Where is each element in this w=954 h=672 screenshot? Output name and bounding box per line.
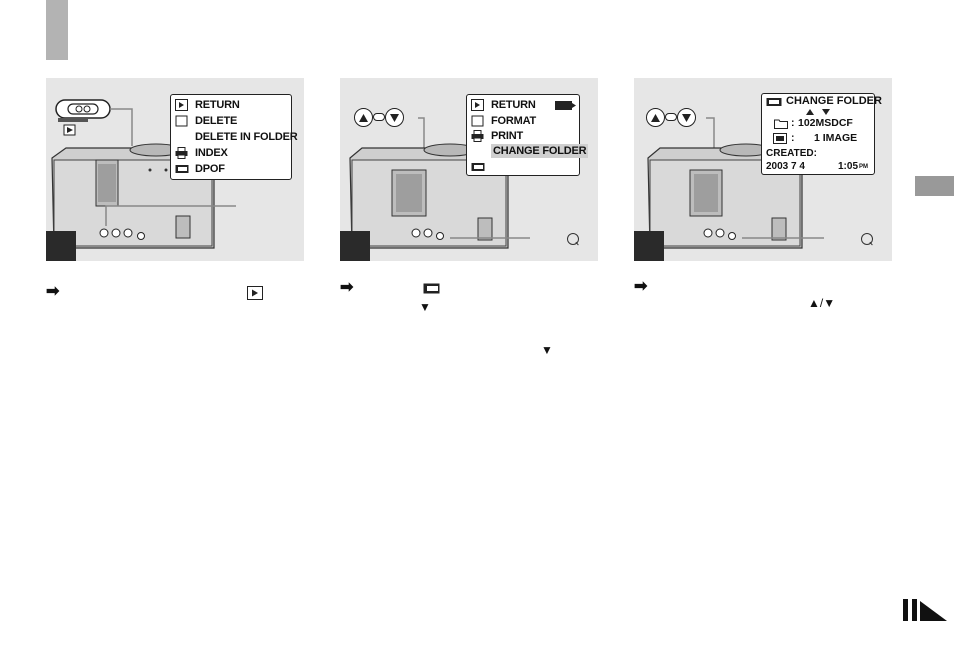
menu-item: RETURN: [467, 97, 579, 113]
down-button: [677, 108, 696, 127]
card-icon: [174, 163, 189, 176]
square-icon: [470, 115, 485, 128]
card-icon: [423, 283, 440, 294]
menu-item: DPOF: [171, 161, 225, 177]
header-bar: [46, 0, 68, 60]
folder-name: 102MSDCF: [798, 117, 853, 129]
menu-screen: RETURN FORMAT PRINT CHANGE FOLDER: [466, 94, 589, 176]
down-arrow-icon: ▼: [541, 343, 553, 357]
play-icon: [470, 99, 485, 112]
illustration-panel-1: RETURN DELETE DELETE IN FOLDER INDEX DPO…: [46, 78, 304, 261]
menu-item: DELETE IN FOLDER: [195, 131, 298, 143]
step-badge: [634, 231, 664, 261]
menu-item-highlighted: CHANGE FOLDER: [491, 144, 589, 158]
folder-icon: [774, 119, 788, 129]
magnifier-icon: [567, 233, 579, 245]
menu-item: PRINT: [467, 128, 523, 144]
menu-screen: RETURN DELETE DELETE IN FOLDER INDEX DPO…: [170, 94, 298, 180]
step-badge: [46, 231, 76, 261]
menu-item: DELETE: [171, 113, 237, 129]
arrow-icon: ➡: [46, 283, 60, 300]
created-time: 1:05: [838, 161, 859, 172]
printer-icon: [470, 130, 485, 143]
square-icon: [174, 115, 189, 128]
down-arrow-icon: ▼: [419, 300, 431, 314]
image-icon: [773, 133, 787, 144]
menu-item: RETURN: [171, 97, 240, 113]
arrow-icon: ➡: [340, 279, 354, 296]
menu-item: [467, 159, 491, 175]
down-button: [385, 108, 404, 127]
continue-icon: [903, 599, 947, 621]
folder-icon: [555, 101, 576, 110]
section-tab: [915, 176, 954, 196]
up-down-arrow-icon: ▲/▼: [808, 296, 836, 310]
menu-item: INDEX: [171, 145, 228, 161]
created-date: 2003 7 4: [766, 161, 805, 172]
step-badge: [340, 231, 370, 261]
play-icon: [247, 286, 263, 300]
card-icon: [766, 98, 782, 106]
illustration-panel-3: CHANGE FOLDER : 102MSDCF : 1 IMAGE CREAT…: [634, 78, 892, 261]
up-button: [646, 108, 665, 127]
screen-title: CHANGE FOLDER: [786, 95, 882, 107]
arrow-icon: ➡: [634, 278, 648, 295]
magnifier-icon: [861, 233, 873, 245]
up-button: [354, 108, 373, 127]
created-label: CREATED:: [766, 148, 817, 159]
illustration-panel-2: RETURN FORMAT PRINT CHANGE FOLDER: [340, 78, 598, 261]
play-icon: [174, 99, 189, 112]
up-down-arrows: [806, 109, 830, 115]
printer-icon: [174, 147, 189, 160]
menu-item: FORMAT: [467, 113, 536, 129]
image-count: 1 IMAGE: [814, 132, 858, 144]
card-icon: [470, 161, 485, 174]
folder-info-screen: CHANGE FOLDER : 102MSDCF : 1 IMAGE CREAT…: [761, 93, 882, 175]
